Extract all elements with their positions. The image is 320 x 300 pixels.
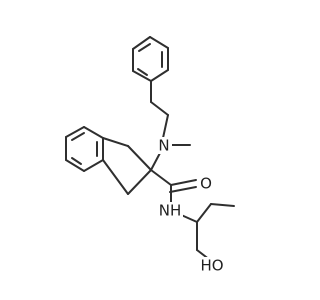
quaternary-to-carbonyl-bond <box>150 169 172 186</box>
amide-nitrogen-label: NH <box>159 202 182 220</box>
cyclopentane-bond-3 <box>127 169 152 195</box>
cyclopentane-bond-2 <box>127 145 152 171</box>
phenyl-bond-2 <box>149 36 169 49</box>
carbonyl-oxygen-label: O <box>200 175 212 193</box>
phenethyl-chain <box>150 80 169 139</box>
quaternary-to-n-bond <box>150 152 161 171</box>
phenyl-double-bond-3 <box>137 68 148 76</box>
phenyl-ring <box>132 36 169 82</box>
hydroxyl-oxygen-label: HO <box>200 257 223 275</box>
indane-double-bond-1 <box>71 132 85 141</box>
indane-benzene-bond-2 <box>83 126 104 139</box>
ethyl-bond <box>150 101 169 116</box>
amine-nitrogen-label: N <box>158 137 169 155</box>
hydroxyl-label-bg <box>198 257 226 275</box>
molecule-canvas: N O NH HO <box>65 36 235 275</box>
indane-double-bond-3 <box>71 157 82 165</box>
indane-benzene-bond-5 <box>65 159 85 172</box>
n-amide-label-bg <box>157 202 183 220</box>
carboxamide-group <box>150 169 197 205</box>
ethyl-branch-bond-2 <box>210 203 235 207</box>
indane-benzene-bond-1 <box>65 126 85 138</box>
n-amine-label-bg <box>155 137 172 154</box>
cyclopentane-bond-1 <box>102 137 129 147</box>
carbonyl-double-bond-a <box>170 179 197 186</box>
phenyl-bond-4 <box>150 69 169 82</box>
chain-to-n-bond <box>162 114 169 139</box>
phenyl-bond-5 <box>132 70 152 82</box>
carbonyl-double-bond-b <box>169 186 197 193</box>
o-carbonyl-label-bg <box>197 175 215 193</box>
ethyl-branch-bond-1 <box>196 203 212 223</box>
indane-ring-system <box>65 126 152 195</box>
phenyl-double-bond-1 <box>138 43 151 52</box>
hydroxybutyl-group <box>178 203 235 261</box>
indane-benzene-bond-4 <box>83 159 104 172</box>
chemical-structure-diagram: N O NH HO <box>65 36 235 275</box>
atom-labels: N O NH HO <box>155 137 226 275</box>
cyclopentane-bond-4 <box>102 159 129 195</box>
phenyl-bond-1 <box>132 36 151 50</box>
